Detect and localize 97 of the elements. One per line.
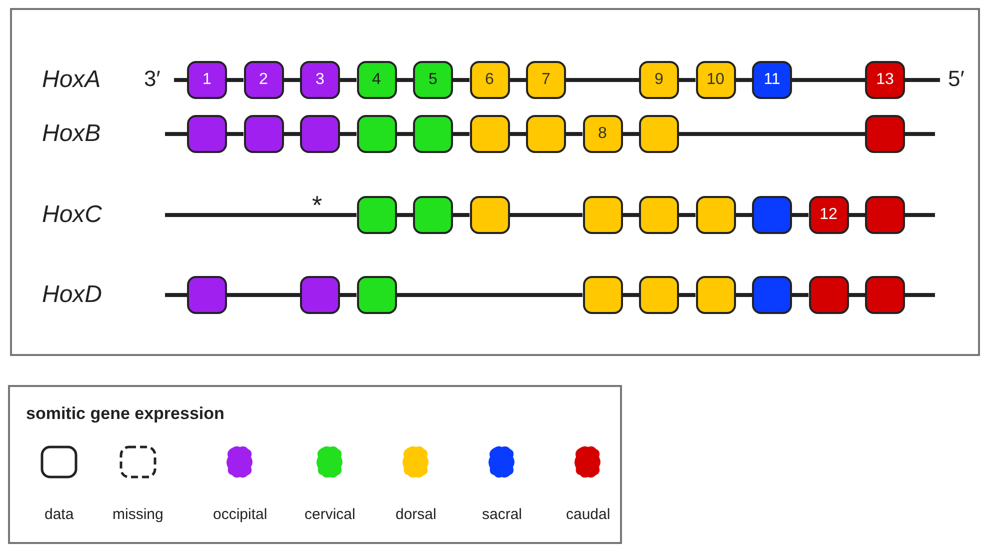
gene-box <box>865 115 905 153</box>
gene-box: 1 <box>187 61 227 99</box>
chromosome-line <box>736 213 752 217</box>
chromosome-line <box>453 213 470 217</box>
gene-box: 4 <box>356 61 396 99</box>
legend-label: sacral <box>482 506 522 523</box>
chromosome-line <box>340 293 356 297</box>
strand-end-label: 5′ <box>948 66 964 92</box>
chromosome-line <box>566 132 582 136</box>
gene-box <box>696 196 736 234</box>
gene-box <box>187 115 227 153</box>
chromosome-line <box>396 213 413 217</box>
gene-box: 5 <box>413 61 453 99</box>
chromosome-line <box>736 78 752 82</box>
legend-label: occipital <box>213 506 268 523</box>
gene-box <box>639 196 679 234</box>
gene-box <box>470 196 510 234</box>
chromosome-line <box>227 293 300 297</box>
legend-title: somitic gene expression <box>26 404 224 424</box>
gene-box <box>639 115 679 153</box>
chromosome-line <box>174 78 187 82</box>
legend-label: dorsal <box>396 506 436 523</box>
gene-box <box>752 276 792 314</box>
chromosome-line <box>510 213 582 217</box>
gene-box: 11 <box>752 61 792 99</box>
gene-cluster-label: HoxA <box>42 66 101 94</box>
chromosome-line <box>792 78 865 82</box>
gene-box <box>356 115 396 153</box>
gene-box <box>582 276 622 314</box>
asterisk-mark: * <box>312 190 322 221</box>
chromosome-line <box>622 293 639 297</box>
chromosome-line <box>510 78 526 82</box>
gene-cluster-label: HoxD <box>42 281 102 309</box>
chromosome-line <box>679 132 865 136</box>
gene-box: 2 <box>244 61 284 99</box>
chromosome-line <box>453 78 470 82</box>
chromosome-line <box>905 213 935 217</box>
chromosome-line <box>396 132 413 136</box>
chromosome-line <box>396 78 413 82</box>
gene-box <box>300 115 340 153</box>
chromosome-line <box>792 213 808 217</box>
gene-box: 7 <box>526 61 566 99</box>
gene-box <box>696 276 736 314</box>
chromosome-line <box>227 132 244 136</box>
chromosome-line <box>284 132 300 136</box>
legend-label: data <box>44 506 74 523</box>
chromosome-line <box>340 132 356 136</box>
chromosome-line <box>566 78 639 82</box>
chromosome-line <box>165 213 356 217</box>
gene-box <box>582 196 622 234</box>
gene-box <box>413 115 453 153</box>
chromosome-line <box>510 132 526 136</box>
gene-box <box>752 196 792 234</box>
chromosome-line <box>165 293 187 297</box>
chromosome-line <box>453 132 470 136</box>
gene-box: 13 <box>865 61 905 99</box>
gene-box: 12 <box>808 196 848 234</box>
chromosome-line <box>165 132 187 136</box>
strand-end-label: 3′ <box>144 66 160 92</box>
gene-box: 10 <box>696 61 736 99</box>
gene-box <box>808 276 848 314</box>
chromosome-line <box>679 213 696 217</box>
chromosome-line <box>340 78 356 82</box>
gene-box <box>356 276 396 314</box>
gene-box <box>244 115 284 153</box>
chromosome-line <box>905 132 935 136</box>
gene-box <box>356 196 396 234</box>
gene-box: 8 <box>582 115 622 153</box>
legend-label: missing <box>112 506 164 523</box>
gene-box: 6 <box>470 61 510 99</box>
chromosome-line <box>848 213 865 217</box>
gene-cluster-label: HoxB <box>42 120 101 148</box>
gene-box <box>865 196 905 234</box>
chromosome-line <box>679 78 696 82</box>
gene-box <box>187 276 227 314</box>
gene-box <box>639 276 679 314</box>
gene-box <box>413 196 453 234</box>
chromosome-line <box>736 293 752 297</box>
chromosome-line <box>396 293 582 297</box>
gene-box: 3 <box>300 61 340 99</box>
chromosome-line <box>905 78 940 82</box>
chromosome-line <box>622 213 639 217</box>
legend-label: cervical <box>304 506 356 523</box>
chromosome-line <box>227 78 244 82</box>
chromosome-line <box>792 293 808 297</box>
gene-box <box>865 276 905 314</box>
gene-cluster-label: HoxC <box>42 201 102 229</box>
gene-box <box>470 115 510 153</box>
legend-label: caudal <box>566 506 610 523</box>
chromosome-line <box>905 293 935 297</box>
chromosome-line <box>284 78 300 82</box>
gene-box <box>300 276 340 314</box>
chromosome-line <box>848 293 865 297</box>
chromosome-line <box>622 132 639 136</box>
gene-box: 9 <box>639 61 679 99</box>
gene-box <box>526 115 566 153</box>
chromosome-line <box>679 293 696 297</box>
